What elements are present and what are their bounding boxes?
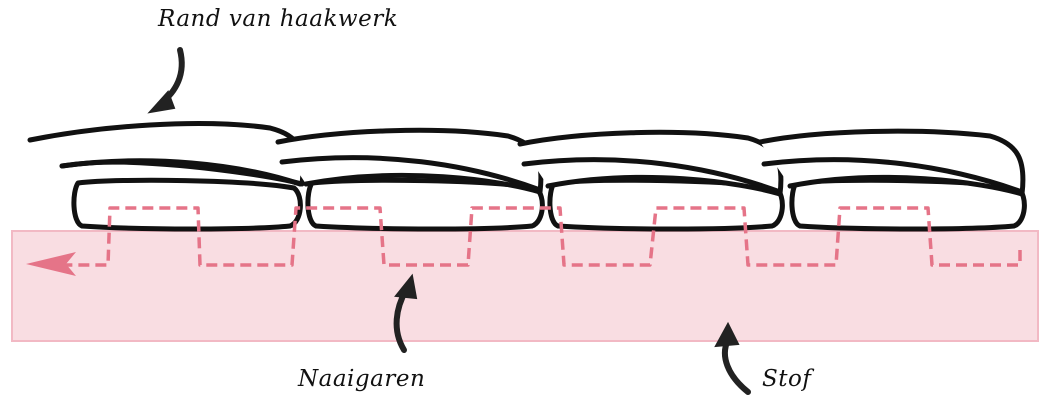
label-sewing-thread: Naaigaren: [298, 366, 426, 392]
sewing-thread: [58, 206, 1022, 267]
fabric-strip: [11, 230, 1039, 342]
label-crochet-edge: Rand van haakwerk: [158, 6, 399, 32]
crochet-stitches-bottom: [71, 177, 1027, 232]
arrow-head-stof: [714, 321, 740, 348]
stitch-top-1-inner: [59, 158, 303, 187]
crochet-stitches-top: [27, 121, 1026, 197]
stitch-bottom-3: [547, 177, 785, 232]
arrow-left-icon: [26, 252, 76, 276]
curved-arrow-icon: [721, 337, 751, 395]
stitch-bottom-1: [71, 177, 303, 232]
stitch-top-4-inner: [761, 157, 1025, 195]
stitch-bottom-2: [305, 177, 545, 232]
arrow-head-rand: [147, 90, 176, 114]
arrow-head-naaigaren: [394, 273, 418, 300]
stitch-top-2-inner: [279, 155, 543, 193]
label-fabric: Stof: [762, 366, 812, 392]
stitch-top-3-inner: [521, 157, 783, 195]
pointer-arrows: [147, 47, 751, 395]
stitch-bottom-4: [789, 177, 1027, 232]
